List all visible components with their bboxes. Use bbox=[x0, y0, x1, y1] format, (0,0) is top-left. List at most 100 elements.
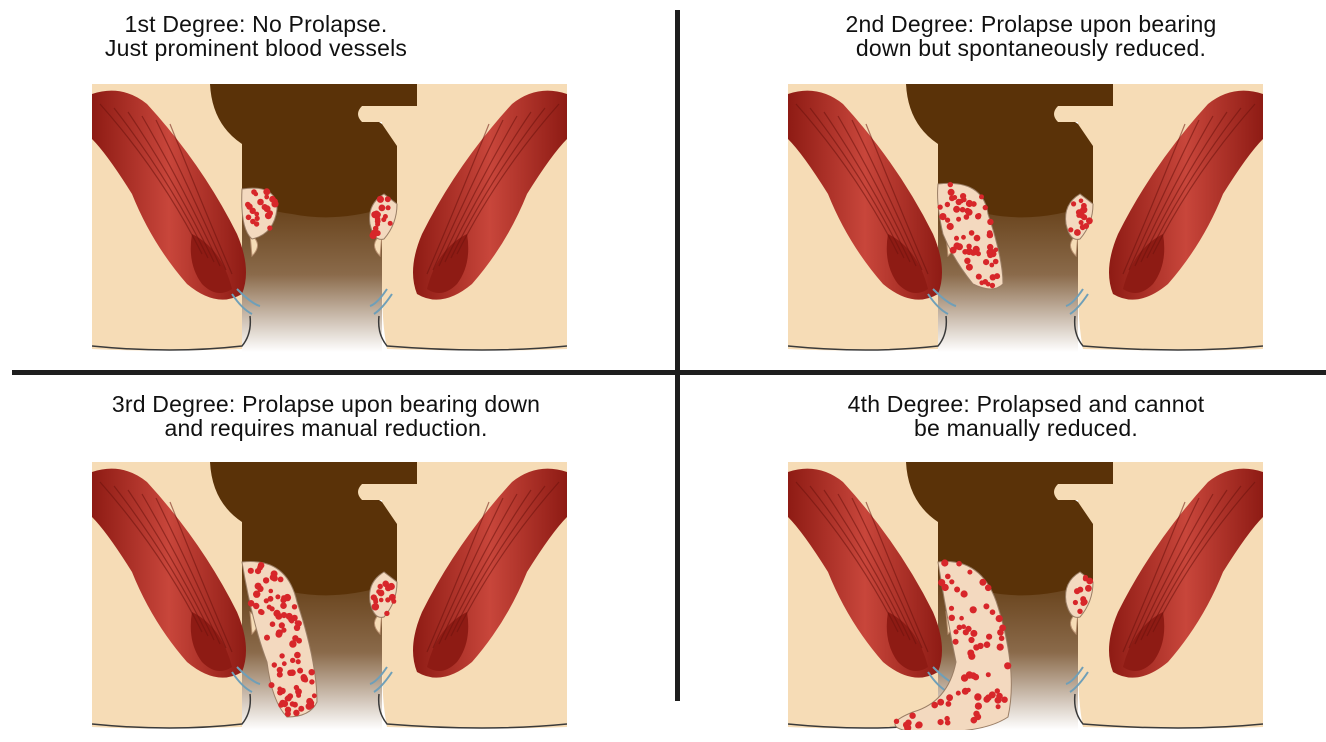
blood-vessel-dot bbox=[268, 596, 274, 602]
panel-title: 1st Degree: No Prolapse. Just prominent … bbox=[0, 12, 587, 60]
panel-2nd-degree: 2nd Degree: Prolapse upon bearing down b… bbox=[680, 12, 1326, 362]
blood-vessel-dot bbox=[993, 259, 999, 265]
blood-vessel-dot bbox=[965, 208, 971, 214]
blood-vessel-dot bbox=[939, 213, 946, 220]
blood-vessel-dot bbox=[267, 225, 272, 230]
blood-vessel-dot bbox=[379, 598, 384, 603]
blood-vessel-dot bbox=[974, 235, 981, 242]
blood-vessel-dot bbox=[983, 259, 989, 265]
blood-vessel-dot bbox=[309, 669, 315, 675]
panel-title-line-2: Just prominent blood vessels bbox=[0, 36, 587, 60]
blood-vessel-dot bbox=[1004, 662, 1011, 669]
blood-vessel-dot bbox=[967, 570, 972, 575]
blood-vessel-dot bbox=[945, 574, 951, 580]
panel-title-line-1: 3rd Degree: Prolapse upon bearing down bbox=[0, 392, 657, 416]
blood-vessel-dot bbox=[996, 615, 1003, 622]
blood-vessel-dot bbox=[298, 706, 304, 712]
rectal-fold bbox=[1054, 106, 1113, 122]
blood-vessel-dot bbox=[970, 630, 977, 637]
blood-vessel-dot bbox=[294, 685, 299, 690]
blood-vessel-dot bbox=[999, 636, 1005, 642]
blood-vessel-dot bbox=[909, 713, 915, 719]
blood-vessel-dot bbox=[979, 280, 984, 285]
blood-vessel-dot bbox=[388, 221, 393, 226]
blood-vessel-dot bbox=[987, 219, 993, 225]
blood-vessel-dot bbox=[983, 603, 989, 609]
blood-vessel-dot bbox=[269, 682, 275, 688]
blood-vessel-dot bbox=[996, 693, 1003, 700]
blood-vessel-dot bbox=[945, 202, 950, 207]
panel-title-line-1: 1st Degree: No Prolapse. bbox=[0, 12, 587, 36]
blood-vessel-dot bbox=[953, 206, 960, 213]
blood-vessel-dot bbox=[941, 559, 948, 566]
blood-vessel-dot bbox=[969, 230, 975, 236]
blood-vessel-dot bbox=[251, 189, 257, 195]
blood-vessel-dot bbox=[962, 688, 969, 695]
blood-vessel-dot bbox=[957, 625, 963, 631]
blood-vessel-dot bbox=[984, 641, 991, 648]
blood-vessel-dot bbox=[282, 595, 288, 601]
blood-vessel-dot bbox=[997, 629, 1004, 636]
blood-vessel-dot bbox=[375, 218, 381, 224]
blood-vessel-dot bbox=[264, 635, 270, 641]
blood-vessel-dot bbox=[312, 693, 317, 698]
blood-vessel-dot bbox=[983, 205, 988, 210]
blood-vessel-dot bbox=[269, 589, 274, 594]
blood-vessel-dot bbox=[279, 653, 284, 658]
blood-vessel-dot bbox=[1074, 229, 1081, 236]
blood-vessel-dot bbox=[937, 699, 944, 706]
blood-vessel-dot bbox=[942, 584, 949, 591]
blood-vessel-dot bbox=[1068, 227, 1073, 232]
blood-vessel-dot bbox=[1077, 609, 1082, 614]
blood-vessel-dot bbox=[971, 249, 977, 255]
blood-vessel-dot bbox=[385, 196, 391, 202]
blood-vessel-dot bbox=[248, 600, 255, 607]
blood-vessel-dot bbox=[985, 585, 992, 592]
blood-vessel-dot bbox=[946, 694, 953, 701]
blood-vessel-dot bbox=[987, 230, 993, 236]
blood-vessel-dot bbox=[391, 599, 396, 604]
blood-vessel-dot bbox=[965, 626, 971, 632]
blood-vessel-dot bbox=[267, 210, 273, 216]
panel-title-line-2: down but spontaneously reduced. bbox=[700, 36, 1326, 60]
blood-vessel-dot bbox=[1076, 213, 1081, 218]
blood-vessel-dot bbox=[905, 720, 912, 727]
blood-vessel-dot bbox=[291, 615, 297, 621]
blood-vessel-dot bbox=[270, 621, 276, 627]
blood-vessel-dot bbox=[277, 690, 283, 696]
blood-vessel-dot bbox=[977, 213, 982, 218]
blood-vessel-dot bbox=[292, 702, 298, 708]
panel-4th-degree: 4th Degree: Prolapsed and cannot be manu… bbox=[680, 392, 1326, 742]
blood-vessel-dot bbox=[269, 196, 276, 203]
blood-vessel-dot bbox=[372, 603, 379, 610]
blood-vessel-dot bbox=[1086, 217, 1093, 224]
blood-vessel-dot bbox=[948, 189, 955, 196]
blood-vessel-dot bbox=[916, 721, 923, 728]
blood-vessel-dot bbox=[1086, 578, 1093, 585]
blood-vessel-dot bbox=[378, 584, 383, 589]
blood-vessel-dot bbox=[280, 623, 285, 628]
blood-vessel-dot bbox=[386, 205, 391, 210]
panel-title: 2nd Degree: Prolapse upon bearing down b… bbox=[700, 12, 1326, 60]
blood-vessel-dot bbox=[272, 662, 277, 667]
blood-vessel-dot bbox=[278, 577, 284, 583]
panel-title: 3rd Degree: Prolapse upon bearing down a… bbox=[0, 392, 657, 440]
rectal-fold bbox=[1054, 484, 1113, 500]
blood-vessel-dot bbox=[1071, 201, 1076, 206]
blood-vessel-dot bbox=[255, 568, 261, 574]
blood-vessel-dot bbox=[945, 720, 951, 726]
panel-title-line-1: 4th Degree: Prolapsed and cannot bbox=[695, 392, 1326, 416]
blood-vessel-dot bbox=[262, 204, 268, 210]
blood-vessel-dot bbox=[306, 703, 313, 710]
blood-vessel-dot bbox=[966, 264, 973, 271]
blood-vessel-dot bbox=[990, 609, 996, 615]
blood-vessel-dot bbox=[271, 570, 278, 577]
blood-vessel-dot bbox=[296, 693, 301, 698]
blood-vessel-dot bbox=[292, 635, 298, 641]
blood-vessel-dot bbox=[954, 587, 960, 593]
blood-vessel-dot bbox=[287, 670, 293, 676]
blood-vessel-dot bbox=[1077, 587, 1083, 593]
blood-vessel-dot bbox=[379, 205, 386, 212]
blood-vessel-dot bbox=[968, 653, 975, 660]
rectal-fold bbox=[358, 106, 417, 122]
